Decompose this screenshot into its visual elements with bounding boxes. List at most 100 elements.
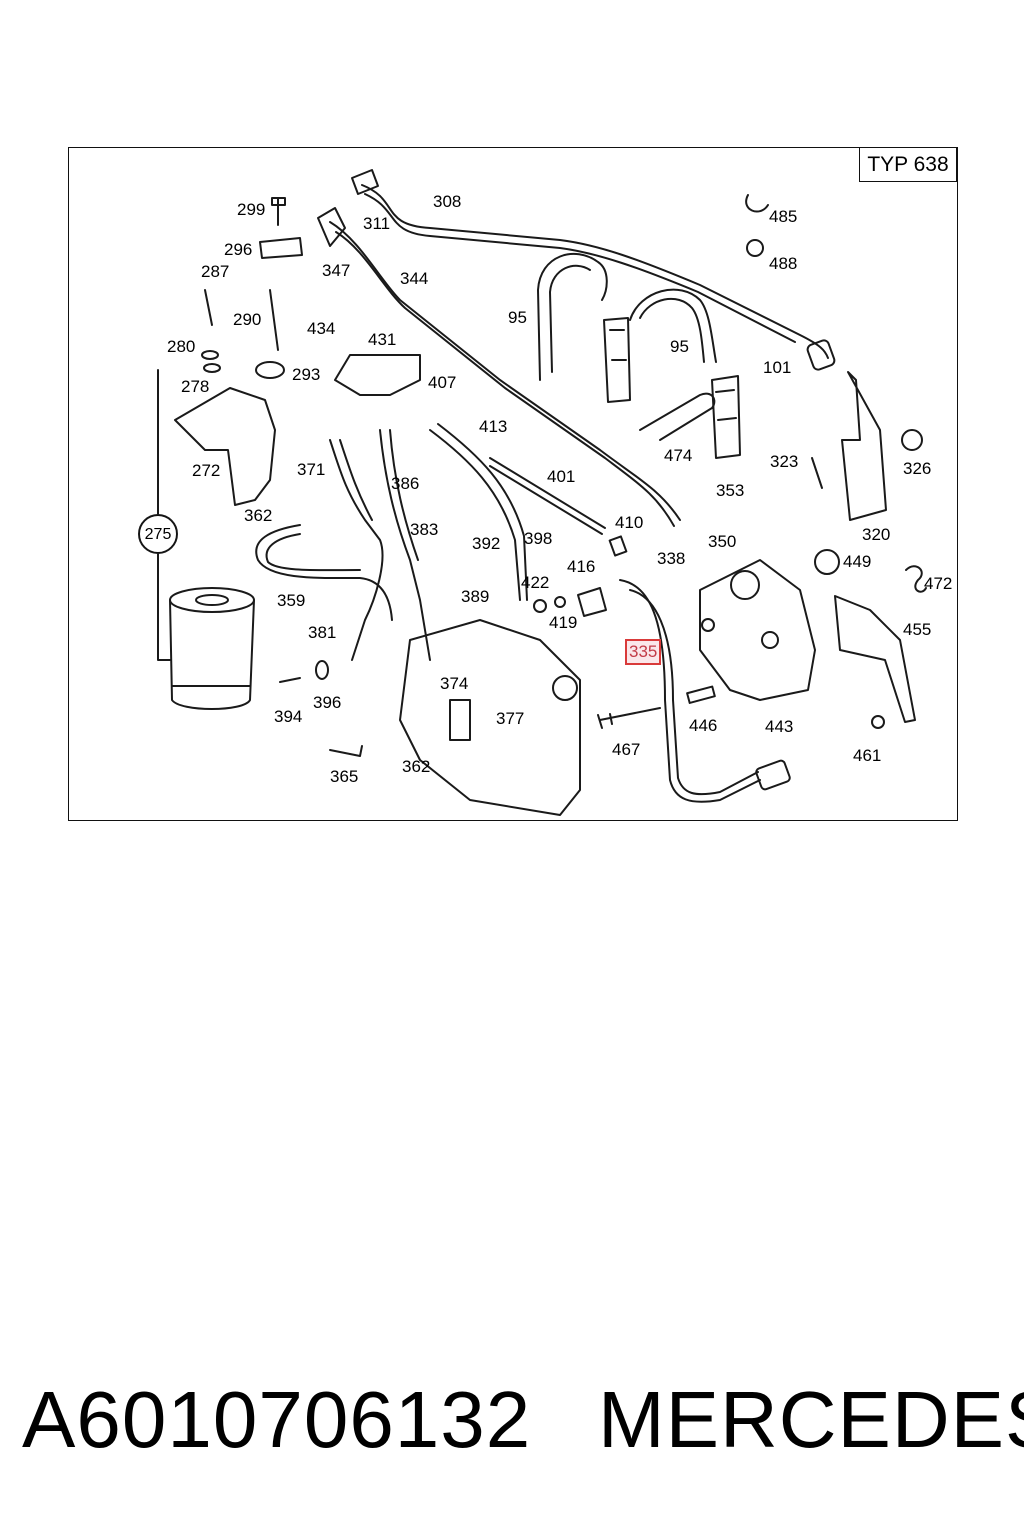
callout-label[interactable]: 419 [549,613,578,632]
pipe-383-b [389,429,419,561]
callout-label[interactable]: 278 [181,377,210,396]
banjo-347 [317,207,346,247]
hose-95-right-b [639,298,705,363]
callout-label[interactable]: 95 [670,337,689,356]
injector-left [603,317,631,403]
callout-label[interactable]: 280 [167,337,196,356]
callout-label[interactable]: 365 [330,767,359,786]
callout-label-circled[interactable]: 275 [139,515,177,553]
callout-label[interactable]: 467 [612,740,641,759]
callout-label[interactable]: 485 [769,207,798,226]
hose-95-right [629,288,717,363]
callout-label[interactable]: 344 [400,269,429,288]
callout-label[interactable]: 389 [461,587,490,606]
pipe-344 [329,221,681,521]
pipe-359-b [265,533,361,572]
callout-label[interactable]: 449 [843,552,872,571]
highlighted-callout-335[interactable]: 335 [624,639,662,665]
plate-296 [259,237,303,259]
callout-label[interactable]: 422 [521,573,550,592]
callout-label[interactable]: 455 [903,620,932,639]
callout-label[interactable]: 272 [192,461,221,480]
brand-name: MERCEDES [598,1375,1024,1464]
callout-label[interactable]: 407 [428,373,457,392]
callout-label[interactable]: 410 [615,513,644,532]
callout-label[interactable]: 383 [410,520,439,539]
filter-head-272 [174,387,276,506]
pipe-398 [429,429,521,601]
callout-label[interactable]: 347 [322,261,351,280]
hose-95-left-b [549,264,591,373]
callout-label[interactable]: 296 [224,240,253,259]
callout-label[interactable]: 326 [903,459,932,478]
clamp-326 [901,429,923,451]
callout-label[interactable]: 95 [508,308,527,327]
callout-label[interactable]: 353 [716,481,745,500]
callout-label[interactable]: 461 [853,746,882,765]
callout-label[interactable]: 311 [363,214,391,233]
clip-472 [905,565,927,593]
ring-449 [814,549,840,575]
oring-293 [255,361,285,379]
callout-label[interactable]: 434 [307,319,336,338]
bracket-320 [841,371,887,521]
injector-right [711,375,741,459]
callout-label[interactable]: 374 [440,674,469,693]
pipe-371 [329,439,384,661]
ring-422 [533,599,547,613]
valve-416 [577,587,607,617]
callout-label[interactable]: 323 [770,452,799,471]
callout-label[interactable]: 416 [567,557,596,576]
pipe-335-inner [629,589,759,796]
plug-287 [204,289,213,326]
banjo-311 [351,169,379,195]
rod-401 [489,457,606,529]
callout-label[interactable]: 488 [769,254,798,273]
callout-label[interactable]: 371 [297,460,326,479]
callout-label[interactable]: 386 [391,474,420,493]
callout-label[interactable]: 101 [763,358,792,377]
callout-label[interactable]: 320 [862,525,891,544]
callout-label[interactable]: 394 [274,707,303,726]
bolt-467 [597,707,661,729]
pin-446 [686,685,716,704]
pipe-359 [255,524,393,621]
clamp-488 [746,239,764,257]
pipe-308 [361,184,829,359]
callout-label[interactable]: 308 [433,192,462,211]
callout-label[interactable]: 396 [313,693,342,712]
callout-label[interactable]: 350 [708,532,737,551]
callout-label[interactable]: 431 [368,330,397,349]
callout-label[interactable]: 359 [277,591,306,610]
callout-label[interactable]: 299 [237,200,266,219]
callout-label[interactable]: 338 [657,549,686,568]
pipe-308-inner [364,193,796,343]
callout-label[interactable]: 293 [292,365,321,384]
filter-housing-443 [699,559,816,701]
pipe-381 [339,439,373,521]
callout-label[interactable]: 446 [689,716,718,735]
callout-label[interactable]: 474 [664,446,693,465]
screw-290 [269,289,279,351]
callout-label[interactable]: 362 [244,506,273,525]
callout-label[interactable]: 377 [496,709,525,728]
fuel-system-exploded-diagram [138,169,927,816]
callout-label[interactable]: 398 [524,529,553,548]
callout-label[interactable]: 472 [924,574,953,593]
pin-410 [608,535,628,557]
callout-label[interactable]: 413 [479,417,508,436]
pipe-344-inner [335,231,675,527]
callout-label[interactable]: 290 [233,310,262,329]
oil-filter-275 [169,587,255,710]
callout-label[interactable]: 362 [402,757,431,776]
model-type-label: TYP 638 [859,147,957,182]
bolt-323 [811,457,823,489]
hose-95-left [537,253,608,381]
part-number: A6010706132 [22,1375,532,1464]
callout-label[interactable]: 401 [547,467,576,486]
callout-label[interactable]: 443 [765,717,794,736]
callout-label[interactable]: 287 [201,262,230,281]
callout-label[interactable]: 392 [472,534,501,553]
plug-394 [279,677,301,683]
callout-label[interactable]: 381 [308,623,337,642]
